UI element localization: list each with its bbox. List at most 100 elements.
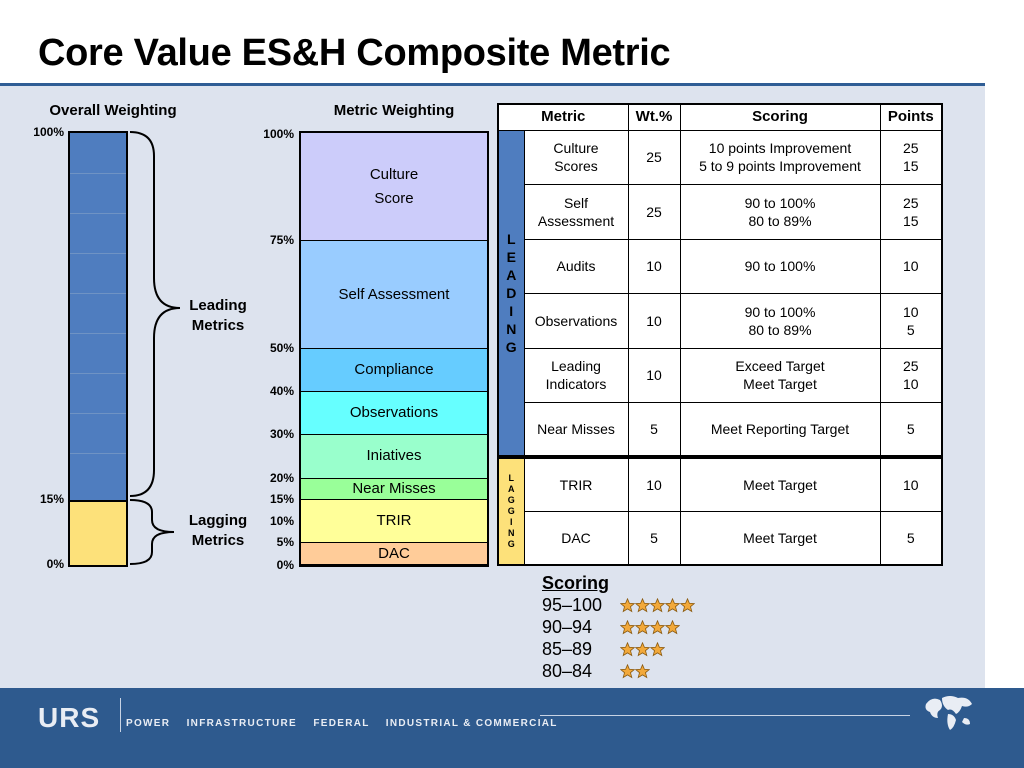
metric-segment-self-assessment: Self Assessment	[301, 241, 487, 349]
cell-weight: 10	[627, 293, 681, 349]
cell-weight: 25	[627, 184, 681, 240]
metric-segment-label: Iniatives	[366, 447, 422, 465]
footer-rule	[540, 715, 910, 716]
cell-scoring: 90 to 100%	[679, 238, 881, 294]
overall-gridline	[70, 453, 126, 454]
footer-bar: URS POWER INFRASTRUCTURE FEDERAL INDUSTR…	[0, 688, 1024, 768]
scoring-row: 80–84	[542, 661, 650, 682]
scoring-heading: Scoring	[542, 573, 610, 593]
page-title: Core Value ES&H Composite Metric	[38, 32, 671, 74]
cell-scoring: 90 to 100%80 to 89%	[679, 293, 881, 349]
star-icon	[635, 598, 650, 613]
metric-weighting-title: Metric Weighting	[333, 102, 455, 119]
overall-gridline	[70, 173, 126, 174]
overall-gridline	[70, 373, 126, 374]
metric-segment-label: TRIR	[376, 512, 412, 530]
overall-segment-lagging	[70, 500, 126, 565]
metric-segment-label: Self Assessment	[338, 285, 450, 303]
cell-scoring: Meet Target	[679, 510, 881, 566]
metric-segment-near-misses: Near Misses	[301, 478, 487, 501]
star-icon	[650, 598, 665, 613]
metric-tick-label: 10%	[269, 513, 294, 528]
cell-scoring: Meet Reporting Target	[679, 402, 881, 458]
overall-tick-label: 15%	[39, 492, 64, 507]
metric-segment-trir: TRIR	[301, 500, 487, 544]
title-rule	[0, 83, 985, 86]
star-icon	[620, 664, 635, 679]
metric-tick-label: 100%	[263, 127, 294, 141]
cell-metric: Observations	[523, 293, 629, 349]
stars	[620, 620, 680, 635]
scoring-row: 90–94	[542, 617, 680, 638]
scoring-range: 80–84	[542, 661, 593, 681]
footer-divider	[120, 698, 121, 732]
scoring-range: 85–89	[542, 639, 593, 659]
cell-points: 5	[879, 510, 943, 566]
metric-segment-label: Compliance	[354, 361, 434, 379]
metric-tick-label: 75%	[269, 233, 294, 247]
metric-tick-label: 20%	[269, 470, 294, 485]
scoring-range: 95–100	[542, 595, 603, 615]
metric-tick-label: 5%	[276, 535, 294, 550]
cell-metric: Near Misses	[523, 402, 629, 458]
stars	[620, 642, 665, 657]
cell-weight: 5	[627, 402, 681, 458]
cell-weight: 10	[627, 238, 681, 294]
overall-gridline	[70, 333, 126, 334]
metric-segment-label: DAC	[378, 544, 410, 562]
scoring-row: 95–100	[542, 595, 695, 616]
metric-tick-label: 15%	[269, 492, 294, 507]
cell-scoring: 90 to 100%80 to 89%	[679, 184, 881, 240]
star-icon	[620, 620, 635, 635]
cell-weight: 10	[627, 347, 681, 403]
star-icon	[680, 598, 695, 613]
star-icon	[665, 598, 680, 613]
cell-points: 10	[879, 238, 943, 294]
scoring-row: 85–89	[542, 639, 665, 660]
metric-segment-label: Observations	[349, 404, 439, 422]
header-metric: Metric	[497, 103, 629, 131]
overall-gridline	[70, 253, 126, 254]
metric-segment-iniatives: Iniatives	[301, 435, 487, 479]
stars	[620, 598, 695, 613]
star-icon	[635, 620, 650, 635]
cell-points: 5	[879, 402, 943, 458]
header-scoring: Scoring	[679, 103, 881, 131]
cell-points: 10	[879, 455, 943, 512]
metric-segment-observations: Observations	[301, 392, 487, 436]
overall-gridline	[70, 213, 126, 214]
urs-logo: URS	[38, 702, 101, 733]
cell-weight: 10	[627, 455, 681, 512]
header-wt: Wt.%	[627, 103, 681, 131]
footer-tagline: POWER INFRASTRUCTURE FEDERAL INDUSTRIAL …	[126, 718, 558, 729]
metric-segment-label: Near Misses	[352, 479, 436, 497]
metric-segment-dac: DAC	[301, 543, 487, 565]
star-icon	[650, 642, 665, 657]
overall-weighting-bar	[68, 131, 128, 567]
star-icon	[635, 664, 650, 679]
world-globe-icon	[925, 696, 972, 730]
stars	[620, 664, 650, 679]
overall-weighting-braces	[129, 131, 181, 565]
cell-metric: Audits	[523, 238, 629, 294]
overall-tick-label: 100%	[33, 125, 64, 139]
overall-weighting-title: Overall Weighting	[49, 102, 177, 119]
metric-tick-label: 0%	[276, 558, 294, 572]
overall-segment-leading	[70, 133, 126, 501]
leading-metrics-label: Leading Metrics	[189, 297, 247, 334]
metric-segment-compliance: Compliance	[301, 349, 487, 393]
